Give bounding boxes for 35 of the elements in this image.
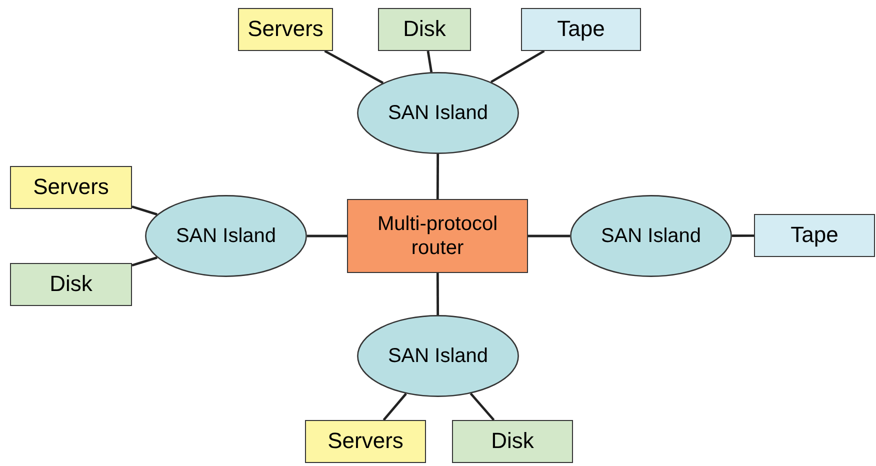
connector-line [470, 392, 495, 421]
connector-line [132, 256, 158, 267]
node-label: Disk [50, 271, 92, 298]
connector-line [307, 234, 347, 238]
node-label: SAN Island [388, 344, 488, 368]
connector-line [436, 273, 440, 315]
island-ellipse [145, 195, 307, 277]
node-label: Servers [248, 16, 324, 43]
island-ellipse [357, 315, 519, 397]
connector-line [324, 50, 384, 84]
node-label: Tape [557, 16, 605, 43]
node-label: Servers [328, 428, 404, 455]
connector-line [528, 234, 570, 238]
tape-box [754, 214, 875, 257]
node-label: Disk [491, 428, 534, 455]
connector-line [132, 205, 158, 216]
node-label: Tape [790, 222, 838, 249]
router-box [347, 199, 528, 273]
island-ellipse [357, 72, 519, 154]
node-label: SAN Island [176, 224, 276, 248]
connector-line [436, 154, 440, 199]
node-label: Multi-protocol router [376, 212, 499, 260]
connector-line [732, 234, 754, 237]
tape-box [521, 8, 641, 51]
server-box [305, 420, 426, 463]
node-label: SAN Island [388, 101, 488, 125]
server-box [238, 8, 333, 51]
node-label: Disk [403, 16, 446, 43]
connector-line [382, 392, 407, 421]
server-box [10, 166, 132, 209]
node-label: Servers [33, 174, 109, 201]
connector-line [426, 50, 433, 72]
node-label: SAN Island [600, 224, 702, 248]
island-ellipse [570, 195, 732, 277]
connector-line [490, 50, 545, 84]
